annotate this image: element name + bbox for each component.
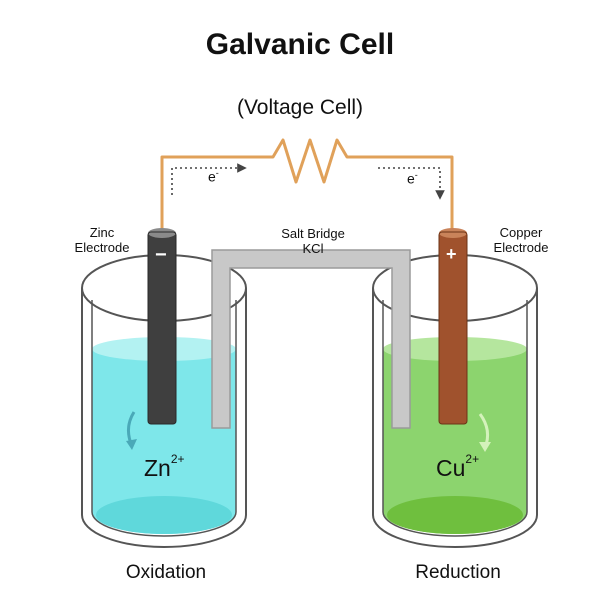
cathode-plus-sign: + — [446, 244, 457, 265]
reduction-label: Reduction — [378, 562, 538, 584]
copper-ion-label: Cu2+ — [436, 455, 479, 482]
electron-right-label: e- — [407, 170, 418, 187]
zinc-electrode-label: Zinc Electrode — [62, 225, 142, 255]
diagram-title: Galvanic Cell — [0, 28, 600, 62]
copper-electrode-label: Copper Electrode — [476, 225, 566, 255]
oxidation-label: Oxidation — [86, 562, 246, 584]
electron-left-label: e- — [208, 168, 219, 185]
diagram-subtitle: (Voltage Cell) — [0, 96, 600, 120]
zinc-ion-label: Zn2+ — [144, 455, 185, 482]
anode-minus-sign: − — [155, 244, 167, 267]
electron-flow-left-arrow — [172, 168, 242, 195]
salt-bridge-label: Salt Bridge KCl — [268, 226, 358, 256]
